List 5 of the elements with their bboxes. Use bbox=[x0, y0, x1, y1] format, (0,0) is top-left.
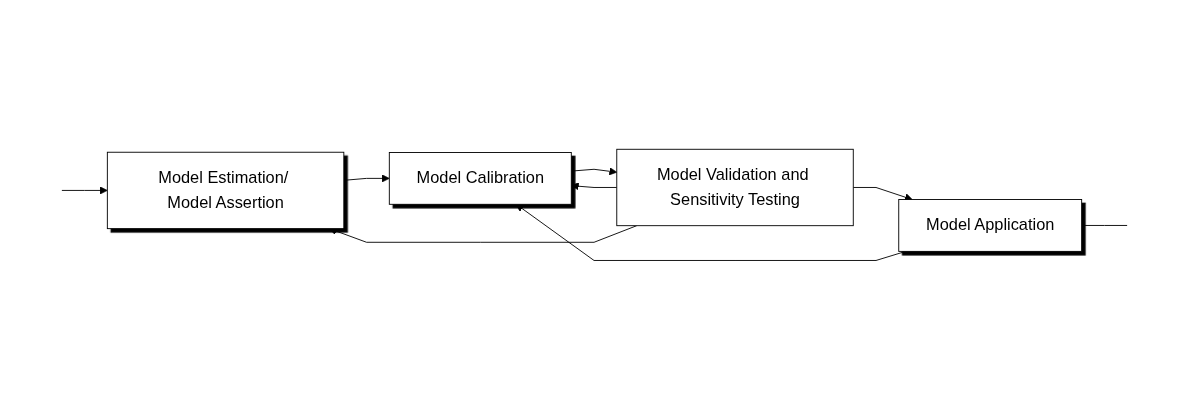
node-box: Model Application bbox=[898, 198, 1083, 252]
node-box: Model Validation and Sensitivity Testing bbox=[616, 148, 854, 226]
node-box: Model Estimation/ Model Assertion bbox=[106, 151, 345, 229]
connector bbox=[1081, 224, 1128, 226]
node-box: Model Calibration bbox=[388, 151, 572, 205]
